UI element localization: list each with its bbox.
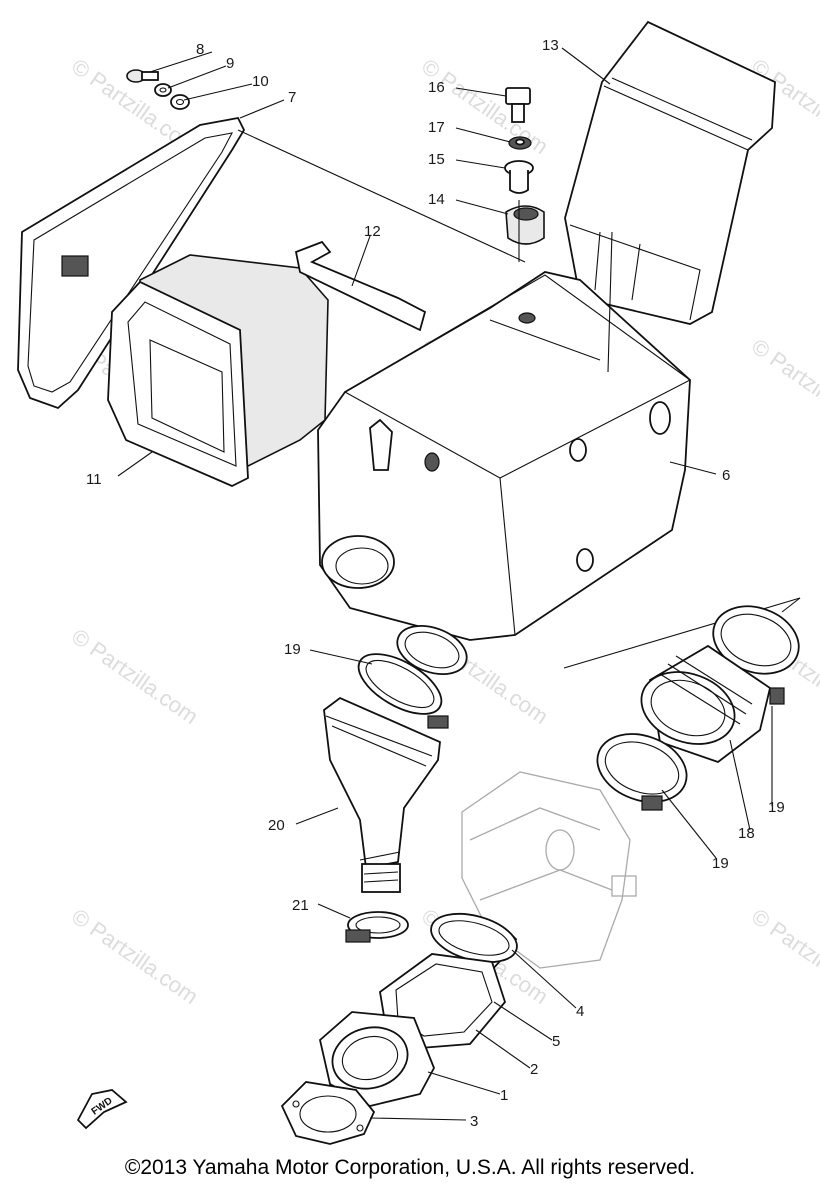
- part-6-airbox: [317, 271, 691, 641]
- watermark: © Partzilla.com: [67, 904, 203, 1010]
- part-17-washer: [508, 136, 532, 150]
- part-16-bolt: [505, 87, 531, 123]
- callout-17: 17: [428, 119, 445, 136]
- callout-3: 3: [470, 1113, 478, 1130]
- part-13-intake-duct: [564, 20, 776, 325]
- callout-leaders: [117, 47, 773, 1121]
- parts-diagram: © Partzilla.com © Partzilla.com © Partzi…: [17, 20, 820, 1145]
- callout-16: 16: [428, 79, 445, 96]
- forward-arrow-icon: FWD: [76, 1089, 128, 1130]
- callout-19: 19: [768, 799, 785, 816]
- callout-15: 15: [428, 151, 445, 168]
- part-12-strap: [294, 240, 427, 332]
- part-3-gasket: [280, 1081, 376, 1145]
- part-11-air-filter: [107, 254, 329, 487]
- part-10-washer: [170, 94, 190, 110]
- callout-4: 4: [576, 1003, 584, 1020]
- callout-2: 2: [530, 1061, 538, 1078]
- part-15-collar: [504, 160, 534, 194]
- part-1-carb-joint: [319, 1011, 435, 1107]
- copyright-footer: ©2013 Yamaha Motor Corporation, U.S.A. A…: [124, 1156, 696, 1179]
- callout-19: 19: [284, 641, 301, 658]
- part-21-hose-clamp: [345, 911, 409, 943]
- part-20-duct-tube: [323, 696, 441, 893]
- callout-18: 18: [738, 825, 755, 842]
- callout-7: 7: [288, 89, 296, 106]
- callout-6: 6: [722, 467, 730, 484]
- callout-21: 21: [292, 897, 309, 914]
- callout-12: 12: [364, 223, 381, 240]
- cover-latch: [61, 255, 89, 277]
- callout-20: 20: [268, 817, 285, 834]
- watermark: © Partzilla.com: [67, 624, 203, 730]
- callout-9: 9: [226, 55, 234, 72]
- callout-5: 5: [552, 1033, 560, 1050]
- part-14-grommet: [505, 205, 545, 245]
- callout-19: 19: [712, 855, 729, 872]
- watermark: © Partzilla.com: [747, 334, 820, 440]
- part-7-airbox-cover: [17, 116, 246, 410]
- part-19-ring-upper: [396, 625, 468, 675]
- part-18-rubber-joint: [640, 644, 772, 764]
- callout-labels: 8 9 10 7 12 13 16 17 15 14 11 6 19 20 21…: [86, 37, 785, 1130]
- part-8-bolt: [126, 69, 159, 83]
- callout-1: 1: [500, 1087, 508, 1104]
- watermark: © Partzilla.com: [417, 54, 553, 160]
- watermark: © Partzilla.com: [747, 904, 820, 1010]
- part-19-clamp-mid: [596, 733, 688, 811]
- callout-10: 10: [252, 73, 269, 90]
- part-19-ring-right: [712, 605, 800, 705]
- callout-8: 8: [196, 41, 204, 58]
- part-9-washer: [154, 83, 172, 97]
- carburetor-outline: [461, 771, 637, 969]
- callout-14: 14: [428, 191, 445, 208]
- callout-13: 13: [542, 37, 559, 54]
- callout-11: 11: [86, 471, 102, 488]
